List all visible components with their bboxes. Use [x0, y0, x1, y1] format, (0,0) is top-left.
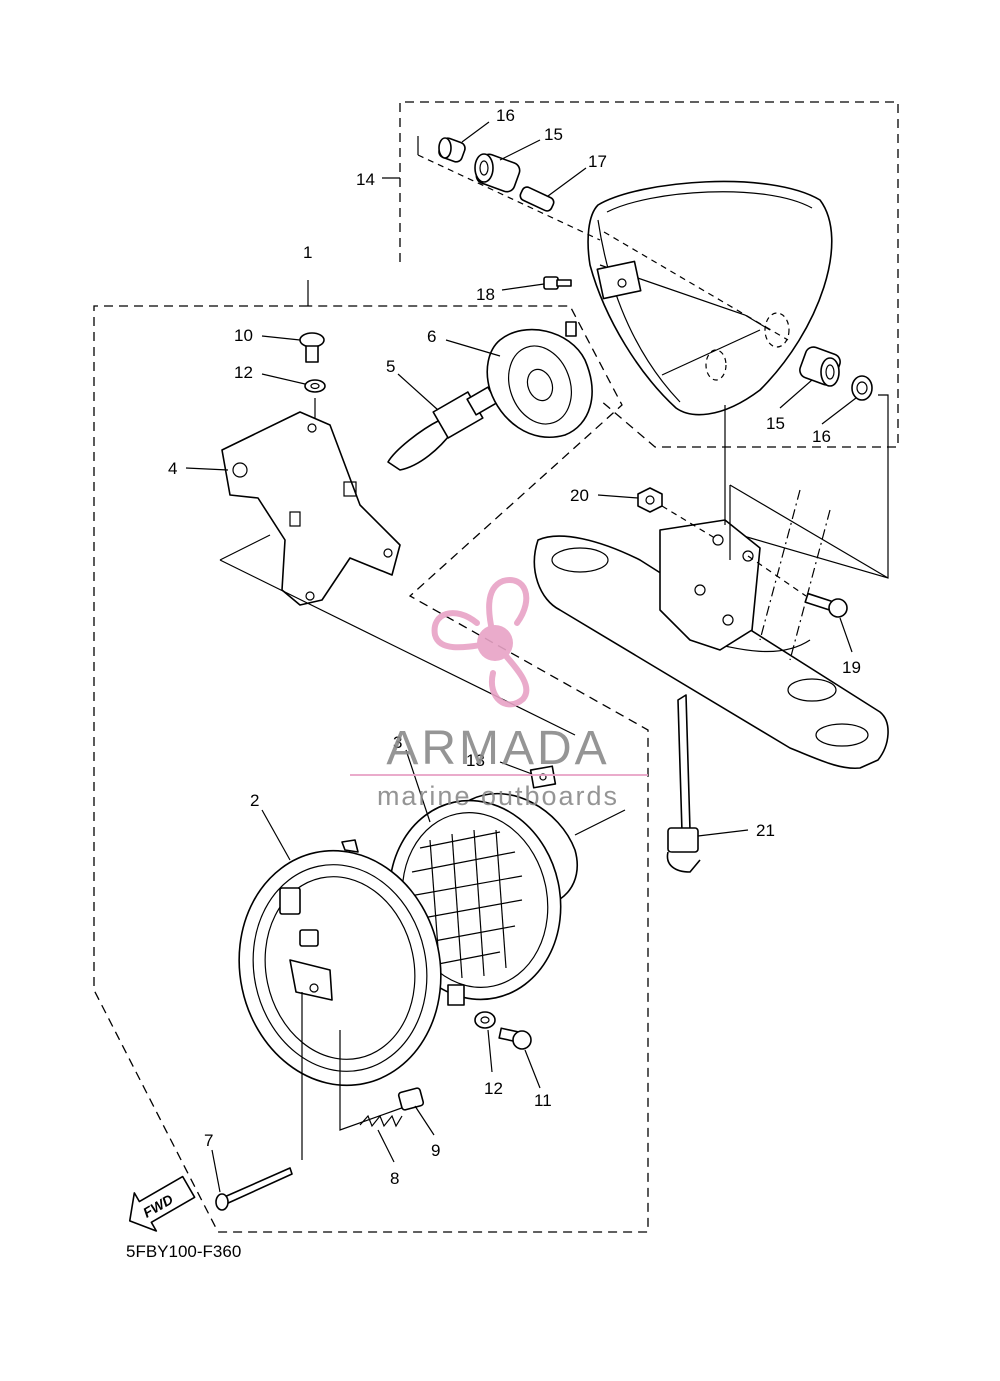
nut-9: [397, 1087, 425, 1111]
callout-14: 14: [356, 170, 375, 189]
assembly-14-boundary: [399, 101, 899, 448]
fwd-arrow-icon: FWD: [128, 1175, 196, 1232]
callouts: 16 15 17 14 1 18 10 6 5 12 15 16 4 20 19…: [168, 106, 861, 1188]
washer-12-top: [304, 379, 326, 393]
callout-12-bottom: 12: [484, 1079, 503, 1098]
screw-10: [299, 332, 325, 363]
watermark-tagline: marine outboards: [377, 781, 619, 811]
fork-axis-2: [789, 509, 831, 661]
washer-12-bottom: [474, 1011, 496, 1029]
line-4-a: [219, 534, 271, 561]
bulb-5: [387, 386, 498, 471]
nut-20: [637, 487, 663, 513]
cable-tie-21: [666, 694, 701, 873]
line-16-right: [739, 394, 889, 579]
callout-2: 2: [250, 791, 259, 810]
callout-9: 9: [431, 1141, 440, 1160]
headlight-rim-2: [238, 839, 442, 1087]
callout-11: 11: [534, 1091, 552, 1110]
armada-watermark: ARMADA marine outboards: [350, 577, 648, 811]
callout-6: 6: [427, 327, 436, 346]
watermark-brand: ARMADA: [386, 722, 609, 775]
headlight-bracket-4: [221, 411, 401, 606]
propeller-logo-icon: [431, 577, 530, 708]
bushing-16-right: [851, 375, 873, 401]
headlight-housing: [587, 180, 833, 416]
callout-16-right: 16: [812, 427, 831, 446]
callout-17: 17: [588, 152, 607, 171]
diagram-code: 5FBY100-F360: [126, 1242, 241, 1261]
callout-12-top: 12: [234, 363, 253, 382]
callout-16-top: 16: [496, 106, 515, 125]
headlight-stay: [659, 519, 761, 651]
screw-11: [498, 1027, 532, 1050]
socket-cover-6: [486, 321, 593, 438]
screw-7: [215, 1167, 293, 1211]
axis-14: [417, 154, 601, 241]
callout-15-right: 15: [766, 414, 785, 433]
callout-21: 21: [756, 821, 775, 840]
bolt-19: [804, 592, 848, 618]
damper-15-right: [799, 346, 841, 387]
callout-10: 10: [234, 326, 253, 345]
assembly-1-boundary: [93, 305, 649, 1233]
callout-4: 4: [168, 459, 177, 478]
screw-18: [543, 276, 572, 290]
callout-3: 3: [393, 733, 402, 752]
line-stay-top: [729, 484, 889, 579]
callout-1: 1: [303, 243, 312, 262]
callout-18: 18: [476, 285, 495, 304]
callout-7: 7: [204, 1131, 213, 1150]
damper-15-top: [474, 153, 521, 193]
axis-19: [747, 555, 807, 597]
line-8-9: [339, 1030, 411, 1131]
callout-leaders: [185, 121, 857, 1193]
callout-8: 8: [390, 1169, 399, 1188]
bushing-16-top: [438, 137, 466, 163]
callout-19: 19: [842, 658, 861, 677]
callout-20: 20: [570, 486, 589, 505]
fork-axis-1: [759, 489, 801, 641]
collar-17: [519, 186, 555, 212]
callout-15-top: 15: [544, 125, 563, 144]
callout-5: 5: [386, 357, 395, 376]
line-13: [574, 809, 626, 836]
spring-8: [359, 1114, 403, 1128]
under-bracket: [533, 535, 889, 770]
callout-13: 13: [466, 751, 485, 770]
